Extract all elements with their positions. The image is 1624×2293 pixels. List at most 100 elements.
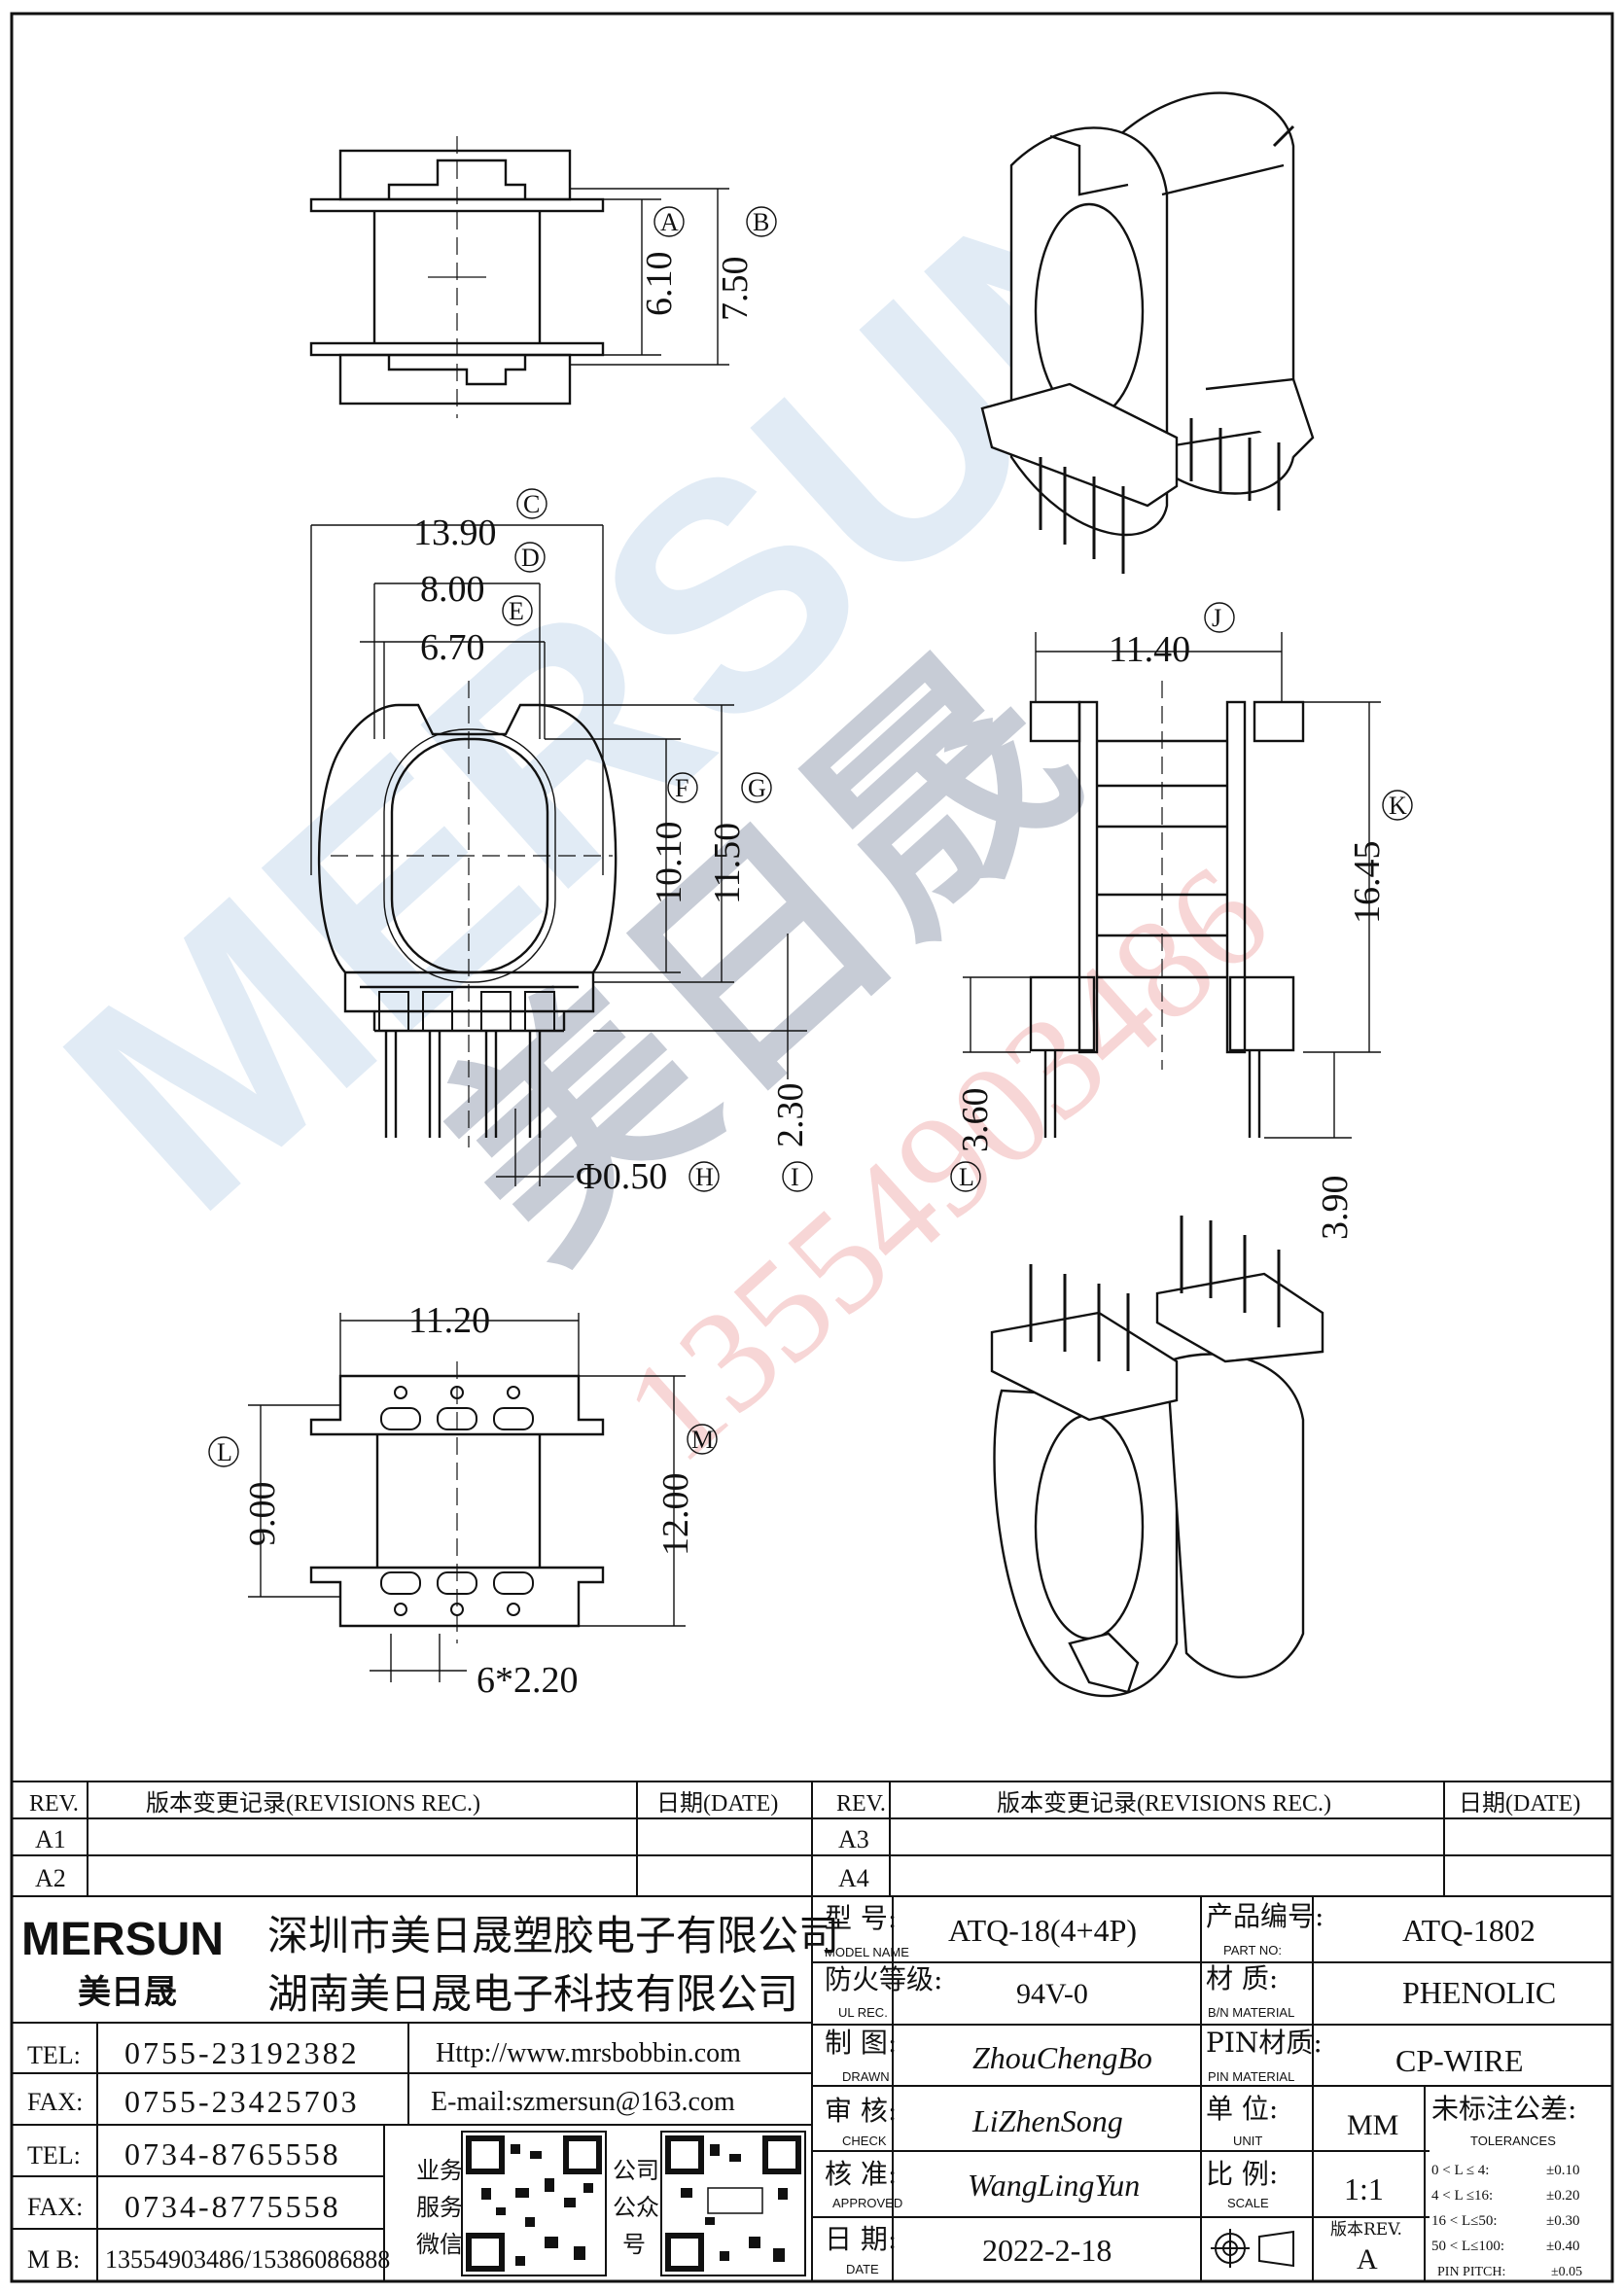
approved-sub: APPROVED <box>832 2196 902 2210</box>
rev-right-rec-header: 版本变更记录(REVISIONS REC.) <box>997 1790 1331 1817</box>
contact-label-1: TEL: <box>27 2041 81 2069</box>
contact-label-2: FAX: <box>27 2088 83 2116</box>
dim-letter-K: K <box>1389 792 1407 820</box>
unit-value: MM <box>1347 2109 1398 2141</box>
dim-bottom-outer: 12.00 <box>655 1473 696 1557</box>
projection-symbol-icon <box>1211 2229 1294 2268</box>
drawn-sub: DRAWN <box>842 2069 890 2084</box>
qr-right-label-2: 公众 <box>613 2194 659 2221</box>
contact-value-3: 0734-8765558 <box>124 2136 341 2171</box>
dim-letter-E: E <box>509 597 524 625</box>
tolerance-value-4: ±0.40 <box>1546 2239 1579 2254</box>
dim-A: 6.10 <box>639 252 680 317</box>
tolerance-value-5: ±0.05 <box>1551 2265 1582 2279</box>
title-block-lines <box>12 1781 1612 2281</box>
dim-C: 13.90 <box>413 512 497 553</box>
material-label: 材 质: <box>1206 1962 1278 1994</box>
ul-label: 防火等级: <box>825 1963 942 1995</box>
unit-sub: UNIT <box>1233 2134 1262 2148</box>
tolerance-range-3: 16 < L≤50: <box>1431 2213 1498 2229</box>
rev-row-A4: A4 <box>838 1864 869 1892</box>
unit-label: 单 位: <box>1206 2093 1278 2125</box>
company-name-1: 深圳市美日晟塑胶电子有限公司 <box>267 1912 839 1959</box>
tolerance-range-1: 0 < L ≤ 4: <box>1431 2163 1489 2178</box>
dim-J: 11.40 <box>1109 629 1190 670</box>
material-sub: B/N MATERIAL <box>1208 2005 1294 2020</box>
pin-material-value: CP-WIRE <box>1395 2043 1524 2078</box>
version-label: 版本REV. <box>1330 2220 1402 2240</box>
dim-letter-C: C <box>523 490 540 518</box>
dim-L-pin: 3.90 <box>1315 1176 1356 1241</box>
qr-right-label-3: 号 <box>622 2231 646 2258</box>
bottom-view-dims <box>248 1313 686 1682</box>
rev-left-header: REV. <box>29 1791 79 1817</box>
dim-H: Φ0.50 <box>576 1156 667 1197</box>
date-value: 2022-2-18 <box>982 2233 1112 2268</box>
drawn-label: 制 图: <box>825 2027 897 2059</box>
contact-value-4: 0734-8775558 <box>124 2189 341 2224</box>
email-link: E-mail:szmersun@163.com <box>431 2087 735 2117</box>
dim-letter-F: F <box>675 774 688 802</box>
scale-label: 比 例: <box>1206 2158 1278 2190</box>
part-value: ATQ-1802 <box>1402 1913 1536 1948</box>
company-logo-cn: 美日晟 <box>78 1973 177 2012</box>
check-sub: CHECK <box>842 2134 887 2148</box>
qr-left-label-2: 服务 <box>416 2194 463 2221</box>
scale-value: 1:1 <box>1344 2171 1384 2206</box>
iso-view-top <box>980 91 1315 574</box>
dim-I: 2.30 <box>770 1083 811 1148</box>
rev-row-A1: A1 <box>35 1825 66 1853</box>
dim-bottom-width: 11.20 <box>408 1300 490 1341</box>
tolerance-range-2: 4 < L ≤16: <box>1431 2188 1493 2204</box>
rev-right-header: REV. <box>836 1791 886 1817</box>
date-label: 日 期: <box>825 2223 897 2255</box>
contact-value-5: 13554903486/15386086888 <box>105 2245 390 2274</box>
dim-K: 16.45 <box>1347 841 1388 925</box>
dim-letter-D: D <box>521 544 540 572</box>
website-link: Http://www.mrsbobbin.com <box>436 2038 741 2068</box>
qr-code-right[interactable] <box>660 2131 806 2276</box>
check-value: LiZhenSong <box>971 2103 1123 2138</box>
model-label: 型 号: <box>825 1902 897 1934</box>
ul-sub: UL REC. <box>838 2005 888 2020</box>
dim-letter-J: J <box>1212 604 1221 632</box>
tolerance-value-3: ±0.30 <box>1546 2213 1579 2229</box>
tolerance-title: 未标注公差: <box>1431 2093 1576 2125</box>
pin-material-sub: PIN MATERIAL <box>1208 2069 1294 2084</box>
qr-left-label-1: 业务 <box>416 2157 463 2184</box>
ul-value: 94V-0 <box>1016 1978 1088 2010</box>
dim-letter-L2: L <box>217 1438 232 1466</box>
qr-left-label-3: 微信 <box>416 2231 463 2258</box>
drawn-value: ZhouChengBo <box>972 2040 1152 2075</box>
side-view <box>1029 681 1305 1138</box>
model-value: ATQ-18(4+4P) <box>948 1913 1137 1948</box>
dim-pitch: 6*2.20 <box>477 1660 579 1701</box>
dim-B: 7.50 <box>715 257 756 322</box>
tolerance-range-4: 50 < L≤100: <box>1431 2239 1504 2254</box>
rev-left-date-header: 日期(DATE) <box>656 1791 778 1817</box>
iso-view-bottom <box>990 1216 1324 1698</box>
part-sub: PART NO: <box>1223 1943 1282 1958</box>
check-label: 审 核: <box>825 2095 897 2127</box>
scale-sub: SCALE <box>1227 2196 1269 2210</box>
contact-value-2: 0755-23425703 <box>124 2084 360 2119</box>
dim-D: 8.00 <box>420 569 485 610</box>
dim-letter-I: I <box>791 1163 799 1191</box>
dim-L: 3.60 <box>955 1088 996 1153</box>
dim-bottom-inner: 9.00 <box>242 1482 283 1547</box>
rev-row-A3: A3 <box>838 1825 869 1853</box>
approved-value: WangLingYun <box>968 2168 1140 2203</box>
contact-label-4: FAX: <box>27 2193 83 2221</box>
qr-code-left[interactable] <box>461 2131 607 2276</box>
side-view-dims <box>963 632 1381 1139</box>
dim-F: 10.10 <box>649 822 689 905</box>
tolerance-range-5: PIN PITCH: <box>1437 2265 1505 2279</box>
dim-letter-L: L <box>959 1163 974 1191</box>
tolerance-sub: TOLERANCES <box>1470 2134 1556 2148</box>
dim-letter-H: H <box>695 1163 714 1191</box>
pin-material-label: PIN材质: <box>1206 2027 1323 2059</box>
model-sub: MODEL NAME <box>825 1945 909 1959</box>
dim-letter-B: B <box>753 208 769 236</box>
contact-label-5: M B: <box>27 2245 80 2274</box>
rev-row-A2: A2 <box>35 1864 66 1892</box>
